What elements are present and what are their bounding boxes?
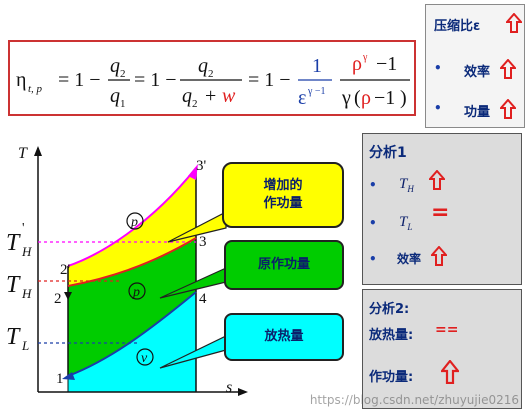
bullet-dot: • [369,178,377,192]
ts-diagram: T s T ' H T H T L 1 2 2' 3 3' 4 p p v [6,145,248,396]
tl-label: TL [399,214,413,232]
bullet-dot: • [369,252,377,266]
formula-eq1: = 1 − [58,69,101,91]
added-work-region [68,168,196,286]
circled-p-mid: p [128,282,146,300]
original-work-callout: 原作功量 [224,240,344,290]
arrow-up-icon [500,99,516,119]
formula-paren-close: ) [400,87,407,109]
efficiency-formula: η t, p = 1 − q 2 q 1 = 1 − q 2 q 2 + w =… [16,52,410,110]
svg-text:p: p [132,285,140,300]
analysis1-title: 分析1 [369,145,407,161]
formula-w: w [222,85,236,107]
point-2-label: 2 [54,291,62,307]
formula-eta: η [16,69,26,91]
svg-text:H: H [21,286,32,301]
watermark: https://blog.csdn.net/zhuyujie0216 [309,393,519,407]
compression-ratio-panel: 压缩比ε • 效率 • 功量 [425,4,525,128]
added-work-callout: 增加的 作功量 [222,162,344,228]
formula-one: 1 [312,55,322,77]
svg-text:L: L [21,338,29,353]
original-work-region [68,238,196,376]
point-4-label: 4 [199,291,207,307]
analysis2-panel: 分析2: 放热量: == 作功量: [362,289,522,409]
arrow-up-icon [441,360,459,384]
formula-rho: ρ [352,53,362,75]
formula-q2-num: q [110,55,120,77]
formula-paren-open: ( [354,87,361,109]
formula-eq2: = 1 − [134,69,177,91]
formula-q2-den2-sub: 2 [192,98,198,110]
analysis1-panel: 分析1 • TH • TL = • 效率 [362,133,522,285]
formula-gamma: γ [341,87,351,109]
circled-p-top: p [126,212,144,230]
formula-eq3: = 1 − [248,69,291,91]
circled-v: v [136,348,154,366]
svg-text:p: p [130,215,138,230]
analysis1-efficiency-label: 效率 [397,252,422,266]
arrow-up-icon [506,13,522,33]
arrow-up-icon [429,170,445,190]
arrow-up-icon [500,59,516,79]
svg-text:v: v [141,351,148,366]
heat-rejected-equal: == [435,322,459,338]
formula-q1-den-sub: 1 [120,98,126,110]
point-3prime-label: 3' [196,158,207,174]
formula-plus: + [205,85,216,107]
efficiency-label: 效率 [464,65,491,80]
heat-rejection-curve [67,291,197,377]
bullet-dot: • [434,61,442,75]
formula-eps: ε [298,87,306,109]
added-heat-curve [67,167,197,267]
formula-eps-exp: γ −1 [307,86,326,97]
formula-rho2: ρ [361,87,371,109]
th-label: TH [399,176,414,194]
svg-text:': ' [22,221,25,236]
th-prime-label: T ' H [6,221,32,259]
formula-eta-sub: t, p [28,83,43,95]
t-axis-label: T [18,145,28,162]
original-heat-curve [67,237,197,287]
work-output-label: 作功量: [369,370,414,385]
formula-q2-num-sub: 2 [120,68,126,80]
svg-text:T: T [6,324,21,350]
formula-minus-one: −1 [376,53,397,75]
point-3-label: 3 [199,234,207,250]
formula-minus-one-2: −1 [374,87,395,109]
svg-text:T: T [6,272,21,298]
th-label: T H [6,272,32,301]
bullet-dot: • [369,216,377,230]
point-1-label: 1 [56,371,64,387]
heat-rejected-label: 放热量: [369,328,414,343]
efficiency-formula-box: η t, p = 1 − q 2 q 1 = 1 − q 2 q 2 + w =… [8,40,416,116]
point-2prime-label: 2' [60,262,71,278]
svg-text:T: T [6,230,21,256]
formula-q1-den: q [110,85,120,107]
svg-text:H: H [21,244,32,259]
tl-label: T L [6,324,29,353]
bullet-dot: • [434,101,442,115]
work-label: 功量 [464,105,491,120]
formula-q2-num2-sub: 2 [208,68,214,80]
analysis2-title: 分析2: [369,302,410,317]
formula-rho-exp: γ [362,52,368,63]
formula-q2-num2: q [198,55,208,77]
heat-rejected-callout: 放热量 [224,313,344,361]
tl-equal-sign: = [431,200,450,225]
arrow-up-icon [431,246,447,266]
s-axis-label: s [226,379,232,396]
compression-ratio-title: 压缩比ε [434,19,481,34]
formula-q2-den2: q [182,85,192,107]
